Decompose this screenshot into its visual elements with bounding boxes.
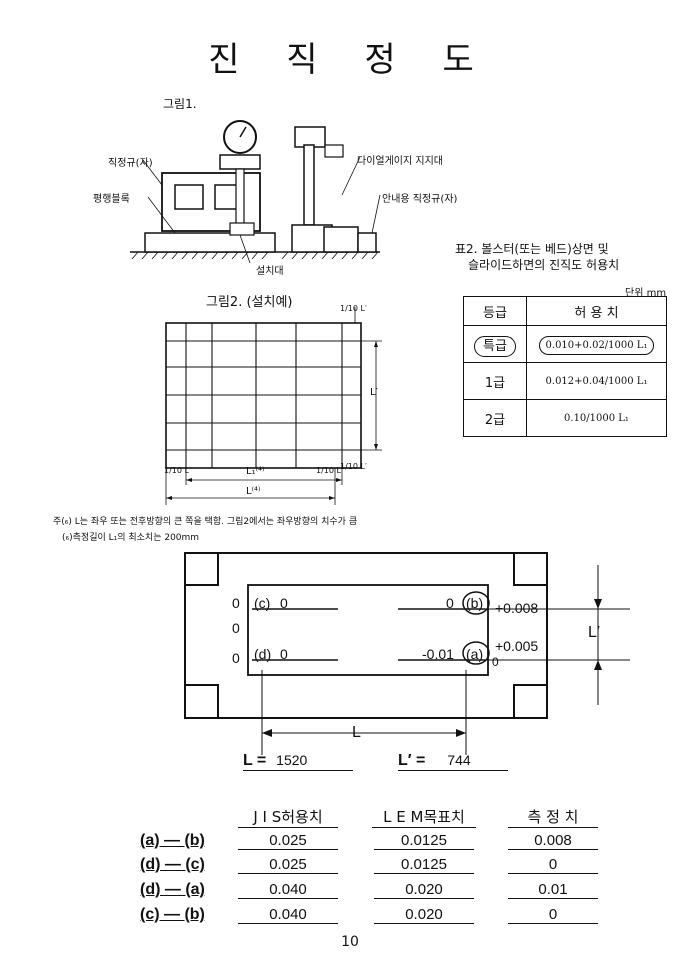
fig2-drawing: [165, 307, 382, 505]
meas-da: 0.01: [508, 881, 598, 899]
grade-special: 특급: [474, 335, 516, 357]
left-value-top: 0: [232, 595, 240, 611]
results-header-jis: J I S허용치: [238, 806, 338, 828]
dim-l: L: [352, 724, 361, 741]
lp-value-row: L′ = 744: [398, 752, 508, 771]
value-a: -0.01: [422, 646, 454, 662]
lem-dc: 0.0125: [374, 856, 474, 874]
fig2-frac-right: 1/10 L: [316, 466, 341, 475]
fig2-dim-l1: L₁⁽⁴⁾: [246, 466, 265, 477]
label-guide-straightedge: 안내용 직정규(자): [382, 194, 458, 205]
fig1-caption: 그림1.: [163, 97, 197, 111]
jis-da: 0.040: [238, 881, 338, 899]
fig1-drawing: [130, 120, 381, 264]
right-value-bot: +0.005: [495, 638, 539, 654]
table2-unit: 단위 mm: [625, 288, 667, 299]
fig2-frac-bot: 1/10 L′: [340, 462, 367, 471]
lem-cb: 0.020: [374, 906, 474, 924]
label-parallel-block: 평행블록: [93, 194, 130, 205]
value-b: 0: [446, 595, 454, 611]
value-special: 0.010+0.02/1000 L₁: [538, 335, 655, 355]
table-row: 2급 0.10/1000 L₁: [463, 399, 667, 437]
grade-cell: 특급: [463, 325, 527, 363]
grade-1: 1급: [463, 362, 527, 400]
label-a: (a): [466, 646, 484, 662]
tolerance-table: 등급 허 용 치 특급 0.010+0.02/1000 L₁ 1급 0.012+…: [463, 296, 667, 437]
label-support: 설치대: [256, 266, 284, 277]
page-title: 진 직 정 도: [208, 40, 492, 80]
table-header-tolerance: 허 용 치: [526, 296, 667, 326]
results-header-meas: 측 정 치: [508, 806, 598, 828]
right-value-top: +0.008: [495, 600, 539, 616]
table-row: 1급 0.012+0.04/1000 L₁: [463, 362, 667, 400]
lp-value-label: L′ =: [398, 752, 426, 769]
row-label-da: (d) — (a): [140, 881, 205, 898]
measurement-diagram: [184, 552, 630, 755]
fig2-dim-lprime: L′: [370, 387, 378, 398]
table2-caption-1: 표2. 볼스터(또는 베드)상면 및: [455, 242, 609, 256]
jis-dc: 0.025: [238, 856, 338, 874]
lp-value: 744: [447, 752, 471, 768]
results-header-lem: L E M목표치: [372, 806, 476, 828]
value-d: 0: [280, 646, 288, 662]
value-c: 0: [280, 595, 288, 611]
dim-lprime: L′: [588, 624, 600, 641]
grade-2: 2급: [463, 399, 527, 437]
label-dial-stand: 다이얼게이지 지지대: [357, 156, 443, 167]
label-straightedge: 직정규(자): [108, 158, 153, 169]
fig2-dim-l: L⁽⁴⁾: [246, 486, 261, 497]
label-b: (b): [466, 595, 484, 611]
jis-cb: 0.040: [238, 906, 338, 924]
lem-da: 0.020: [374, 881, 474, 899]
left-value-mid: 0: [232, 620, 240, 636]
table-row: 특급 0.010+0.02/1000 L₁: [463, 325, 667, 363]
left-value-bot: 0: [232, 650, 240, 666]
row-label-dc: (d) — (c): [140, 856, 205, 873]
fig2-frac-left: 1/10 L: [164, 466, 189, 475]
fig2-frac-top: 1/10 L′: [340, 304, 367, 313]
jis-ab: 0.025: [238, 832, 338, 850]
label-c: (c): [254, 595, 271, 611]
note-line-2: (₆)측정길이 L₁의 최소치는 200mm: [62, 533, 200, 543]
row-label-cb: (c) — (b): [140, 906, 205, 923]
label-d: (d): [254, 646, 272, 662]
value-cell: 0.010+0.02/1000 L₁: [526, 325, 667, 363]
meas-ab: 0.008: [508, 832, 598, 850]
l-value: 1520: [276, 752, 308, 768]
l-value-label: L =: [243, 752, 267, 769]
value-1: 0.012+0.04/1000 L₁: [526, 362, 667, 400]
lem-ab: 0.0125: [374, 832, 474, 850]
table-header-grade: 등급: [463, 296, 527, 326]
note-line-1: 주(₆) L는 좌우 또는 전후방향의 큰 쪽을 택함. 그림2에서는 좌우방향…: [53, 517, 358, 527]
table2-caption-2: 슬라이드하면의 진직도 허용치: [468, 258, 620, 272]
table-header-row: 등급 허 용 치: [463, 296, 667, 326]
meas-cb: 0: [508, 906, 598, 924]
right-value-zero: 0: [492, 655, 499, 669]
meas-dc: 0: [508, 856, 598, 874]
fig2-caption: 그림2. (설치예): [206, 295, 293, 310]
row-label-ab: (a) — (b): [140, 832, 205, 849]
value-2: 0.10/1000 L₁: [526, 399, 667, 437]
l-value-row: L = 1520: [243, 752, 353, 771]
page-number: 10: [341, 934, 359, 950]
